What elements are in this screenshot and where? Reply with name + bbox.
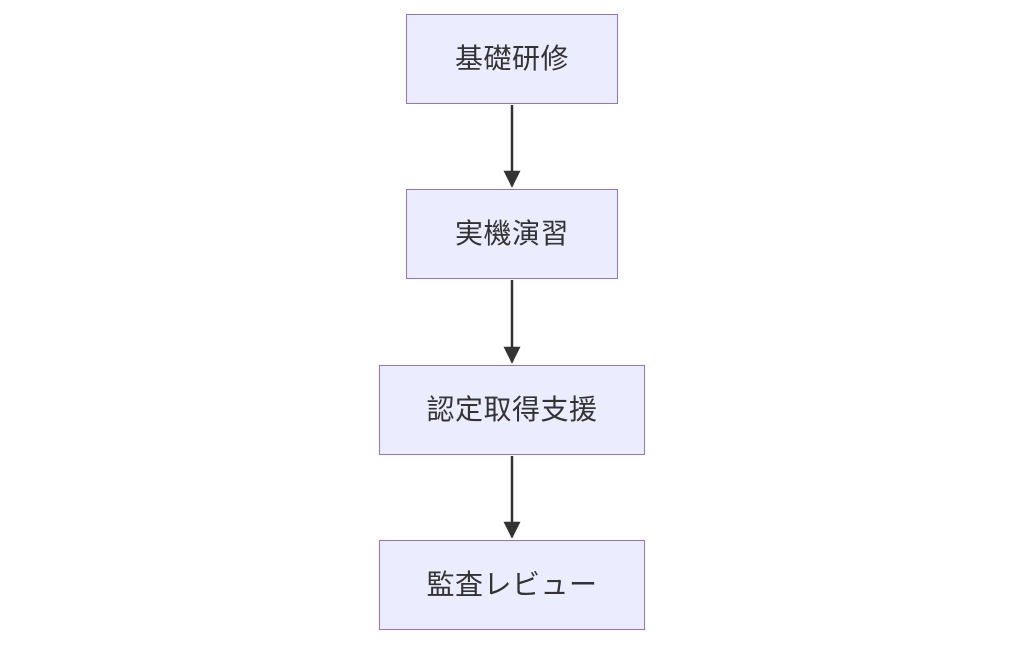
node-label: 実機演習 xyxy=(454,218,569,249)
flowchart-node-basic-training: 基礎研修 xyxy=(406,14,618,104)
node-label: 基礎研修 xyxy=(454,43,569,74)
flowchart-node-hands-on-exercise: 実機演習 xyxy=(406,189,618,279)
node-label: 監査レビュー xyxy=(426,569,598,600)
node-label: 認定取得支援 xyxy=(426,394,598,425)
flowchart-node-certification-support: 認定取得支援 xyxy=(379,365,645,455)
flowchart-node-audit-review: 監査レビュー xyxy=(379,540,645,630)
